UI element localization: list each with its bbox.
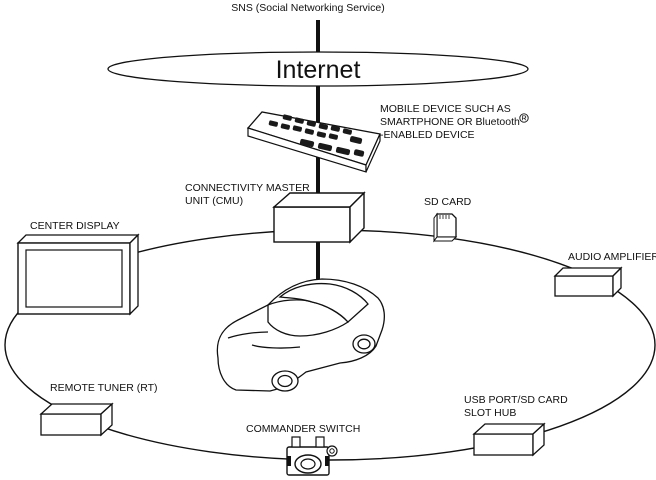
svg-text:-ENABLED DEVICE: -ENABLED DEVICE (380, 129, 475, 141)
mobile-device-label: MOBILE DEVICE SUCH AS SMARTPHONE OR Blue… (380, 103, 520, 141)
usb-hub-label-line1: USB PORT/SD CARD (464, 394, 568, 406)
mobile-device-icon (246, 111, 381, 173)
registered-mark-icon (519, 113, 529, 123)
cmu-box (272, 191, 366, 244)
cmu-label-line1: CONNECTIVITY MASTER (185, 182, 310, 194)
sns-label: SNS (Social Networking Service) (231, 2, 384, 14)
commander-switch-icon (286, 436, 338, 476)
internet-label: Internet (276, 56, 361, 84)
remote-tuner-label: REMOTE TUNER (RT) (50, 382, 158, 394)
vehicle-car-illustration (216, 278, 385, 392)
usb-hub-label-line2: SLOT HUB (464, 407, 516, 419)
internet-cloud (107, 51, 529, 87)
center-display-label: CENTER DISPLAY (30, 220, 120, 232)
center-display-monitor (16, 233, 140, 316)
sd-card-label: SD CARD (424, 196, 472, 208)
audio-amplifier-box (553, 266, 623, 298)
sd-card-icon (433, 212, 458, 243)
cmu-label-line2: UNIT (CMU) (185, 195, 243, 207)
commander-switch-label: COMMANDER SWITCH (246, 423, 360, 435)
svg-text:MOBILE DEVICE SUCH AS: MOBILE DEVICE SUCH AS (380, 103, 511, 115)
svg-text:SMARTPHONE OR Bluetooth: SMARTPHONE OR Bluetooth (380, 116, 520, 128)
usb-hub-box (472, 422, 546, 457)
audio-amplifier-label: AUDIO AMPLIFIER (568, 251, 656, 263)
remote-tuner-box (39, 402, 114, 437)
